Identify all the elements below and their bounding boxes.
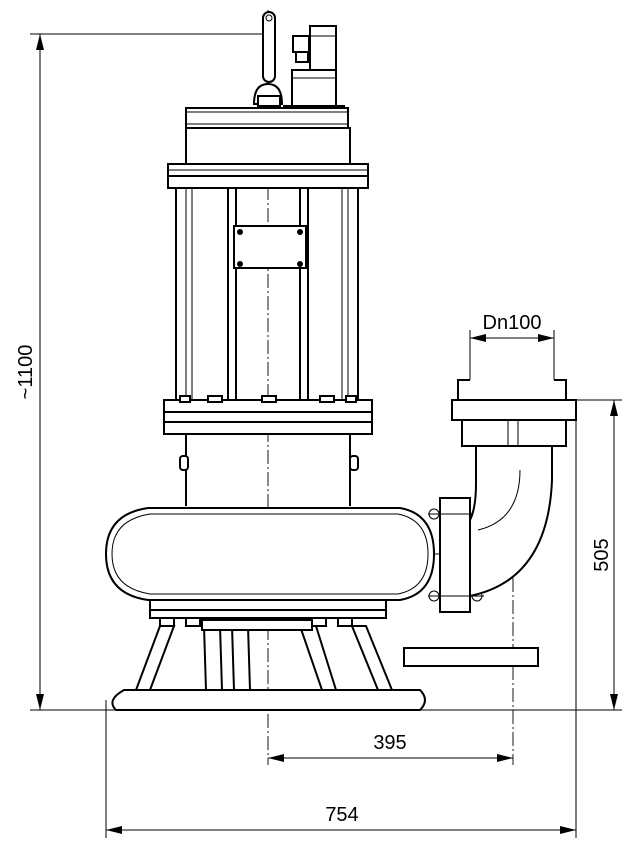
upper-flange (167, 163, 369, 189)
lifting-handle (252, 11, 284, 107)
discharge-elbow (469, 445, 553, 598)
outlet-offset-label: 395 (373, 732, 406, 754)
motor-top-cap (185, 107, 351, 165)
base-stand (111, 619, 426, 711)
outlet-height-dimension-label: 505 (591, 538, 613, 571)
dimension-outlet-offset: 395 (268, 732, 513, 762)
terminal-box (283, 25, 345, 115)
dimension-outlet-diameter: Dn100 (469, 312, 555, 380)
height-dimension-label: ~1100 (15, 345, 37, 400)
lower-flange (163, 395, 373, 435)
dimension-outlet-height: 505 (420, 399, 622, 711)
outlet-diameter-label: Dn100 (483, 312, 542, 334)
dimension-height: ~1100 (15, 33, 262, 711)
bearing-housing (179, 434, 359, 506)
dimension-width: 754 (105, 420, 577, 838)
volute-casing (104, 507, 436, 627)
discharge-flange (428, 497, 484, 613)
guide-bracket (403, 647, 539, 667)
motor-body (175, 188, 359, 400)
outlet-flange (451, 379, 577, 447)
width-dimension-label: 754 (325, 804, 358, 826)
